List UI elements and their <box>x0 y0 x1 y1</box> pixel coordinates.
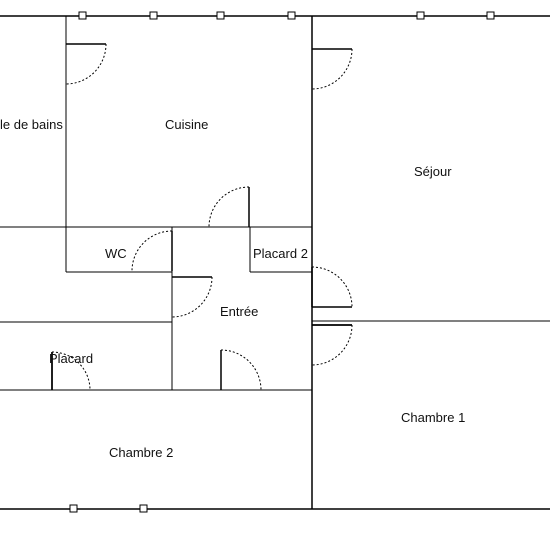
window-bottom-1 <box>69 504 78 513</box>
doors <box>51 43 353 391</box>
door-sejour[interactable] <box>311 48 353 90</box>
window-top-4 <box>287 11 296 20</box>
label-sejour: Séjour <box>414 164 452 179</box>
door-right-sejour[interactable] <box>311 266 353 308</box>
windows <box>69 11 495 513</box>
door-cuisine[interactable] <box>208 186 250 228</box>
window-top-5 <box>416 11 425 20</box>
door-entree-left[interactable] <box>171 276 213 318</box>
label-entree: Entrée <box>220 304 258 319</box>
door-placard[interactable] <box>51 351 91 391</box>
door-wc[interactable] <box>131 230 173 272</box>
label-chambre-2: Chambre 2 <box>109 445 173 460</box>
label-wc: WC <box>105 246 127 261</box>
label-cuisine: Cuisine <box>165 117 208 132</box>
room-labels: le de bains Cuisine Séjour WC Placard 2 … <box>0 117 465 460</box>
label-salle-de-bains: le de bains <box>0 117 63 132</box>
label-placard-2: Placard 2 <box>253 246 308 261</box>
door-chambre2[interactable] <box>220 349 262 391</box>
door-right-chambre1[interactable] <box>311 324 353 366</box>
outer-walls <box>0 15 550 510</box>
window-top-3 <box>216 11 225 20</box>
window-top-1 <box>78 11 87 20</box>
label-chambre-1: Chambre 1 <box>401 410 465 425</box>
door-salle-de-bains[interactable] <box>65 43 107 85</box>
window-bottom-2 <box>139 504 148 513</box>
label-placard: Placard <box>49 351 93 366</box>
window-top-6 <box>486 11 495 20</box>
window-top-2 <box>149 11 158 20</box>
interior-walls <box>0 16 550 509</box>
